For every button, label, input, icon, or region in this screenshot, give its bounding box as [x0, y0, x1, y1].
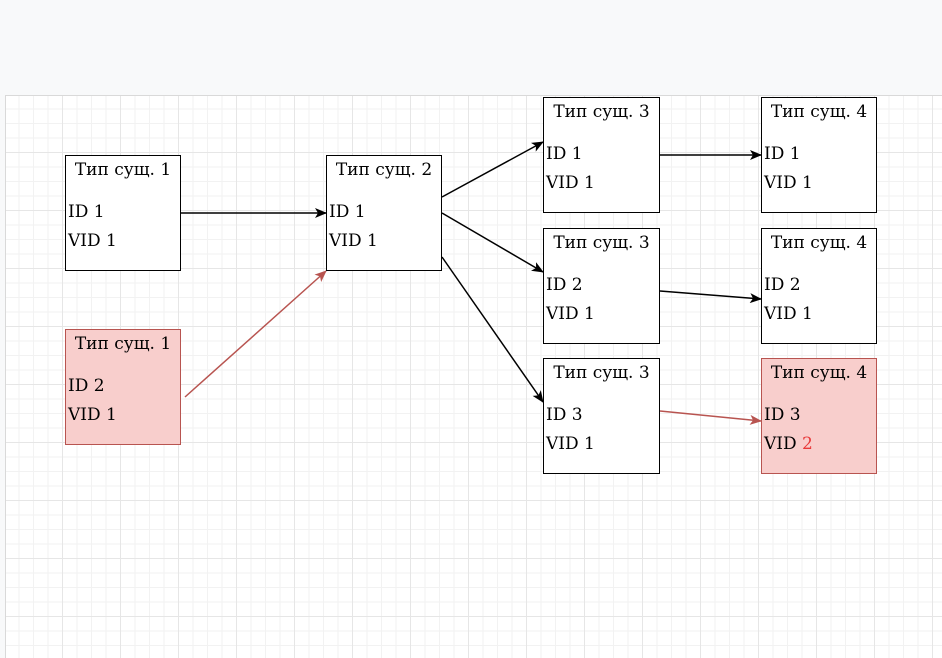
node-vid-value: 1 [106, 231, 117, 251]
node-title: Тип сущ. 3 [553, 102, 650, 122]
node-entity-1-id-1[interactable]: Тип сущ. 1 ID 1 VID 1 [65, 155, 181, 271]
node-title: Тип сущ. 3 [553, 363, 650, 383]
node-entity-3-id-3[interactable]: Тип сущ. 3 ID 3 VID 1 [543, 358, 660, 474]
node-vid-value-changed: 2 [802, 434, 813, 454]
edge-n2-n3c[interactable] [441, 256, 544, 403]
node-title: Тип сущ. 4 [770, 363, 868, 383]
node-id: ID 2 [68, 376, 105, 396]
node-title: Тип сущ. 3 [553, 233, 650, 253]
node-entity-4-id-1[interactable]: Тип сущ. 4 ID 1 VID 1 [761, 97, 877, 213]
edge-n3b-n4b[interactable] [659, 290, 762, 304]
node-id: ID 1 [546, 144, 583, 164]
node-title: Тип сущ. 1 [74, 334, 172, 354]
node-id: ID 2 [546, 275, 583, 295]
edge-n2-n3b[interactable] [441, 212, 544, 273]
node-vid-value: 1 [584, 434, 595, 454]
node-entity-4-id-2[interactable]: Тип сущ. 4 ID 2 VID 1 [761, 228, 877, 344]
node-entity-3-id-1[interactable]: Тип сущ. 3 ID 1 VID 1 [543, 97, 660, 213]
node-vid: VID 1 [546, 434, 595, 454]
node-vid-value: 1 [802, 173, 813, 193]
node-title: Тип сущ. 2 [335, 160, 433, 180]
node-title: Тип сущ. 4 [770, 102, 868, 122]
node-vid: VID 1 [546, 173, 595, 193]
node-id: ID 3 [546, 405, 583, 425]
node-entity-3-id-2[interactable]: Тип сущ. 3 ID 2 VID 1 [543, 228, 660, 344]
node-vid-value: 1 [584, 304, 595, 324]
node-id: ID 3 [764, 405, 801, 425]
node-id: ID 1 [764, 144, 801, 164]
node-id: ID 1 [329, 202, 366, 222]
node-id: ID 2 [764, 275, 801, 295]
node-vid: VID 1 [546, 304, 595, 324]
node-vid-value: 1 [584, 173, 595, 193]
node-entity-1-id-2[interactable]: Тип сущ. 1 ID 2 VID 1 [65, 329, 181, 445]
node-vid-value: 1 [802, 304, 813, 324]
node-vid: VID 1 [329, 231, 378, 251]
node-id: ID 1 [68, 202, 105, 222]
node-entity-4-id-3[interactable]: Тип сущ. 4 ID 3 VID 2 [761, 358, 877, 474]
node-vid: VID 1 [764, 304, 813, 324]
edge-n1b-n2[interactable] [184, 270, 327, 398]
edge-n2-n3a[interactable] [441, 141, 544, 198]
edge-n3c-n4c[interactable] [659, 410, 762, 425]
node-entity-2-id-1[interactable]: Тип сущ. 2 ID 1 VID 1 [326, 155, 442, 271]
node-vid: VID 1 [764, 173, 813, 193]
node-vid-value: 1 [367, 231, 378, 251]
node-title: Тип сущ. 1 [74, 160, 172, 180]
node-vid: VID 1 [68, 405, 117, 425]
node-title: Тип сущ. 4 [770, 233, 868, 253]
node-vid: VID 1 [68, 231, 117, 251]
node-vid-value: 1 [106, 405, 117, 425]
top-toolbar-area [0, 0, 942, 95]
node-vid: VID 2 [764, 434, 813, 454]
